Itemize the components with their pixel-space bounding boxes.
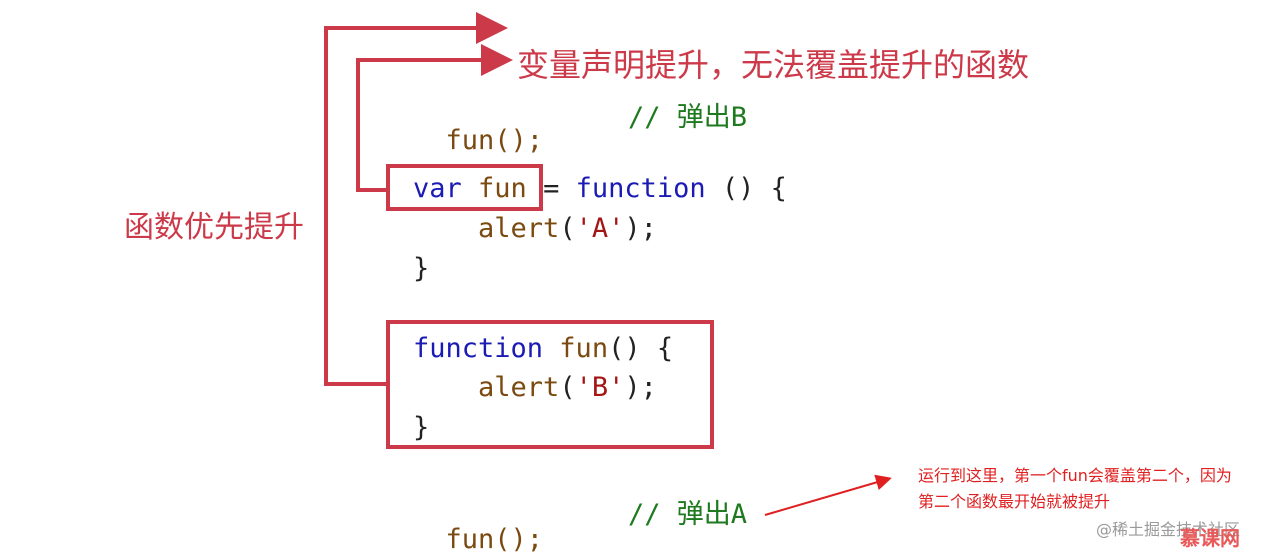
call-fun-1: fun();: [445, 125, 544, 156]
alert-fn-b: alert: [478, 372, 560, 403]
code-line-function-decl: function fun() {: [413, 333, 673, 365]
var-hoist-annotation: 变量声明提升，无法覆盖提升的函数: [517, 46, 1030, 84]
var-fun-box: [386, 164, 543, 211]
code-line-alert-a: alert('A');: [478, 213, 657, 244]
call-fun-2: fun();: [445, 524, 544, 555]
code-line-call-2: fun();: [413, 492, 544, 556]
function-decl-box: [386, 320, 714, 449]
func-hoist-annotation: 函数优先提升: [124, 210, 304, 245]
var-hoist-arrow: [356, 44, 513, 192]
comment-alert-b: // 弹出B: [628, 102, 748, 133]
decl-rest: () {: [608, 333, 674, 364]
function-hoist-arrow: [324, 12, 508, 386]
string-a: 'A': [575, 213, 625, 244]
note-pointer-arrow: [764, 474, 892, 516]
diagram-arrows: [324, 12, 892, 516]
decl-function-keyword: function: [413, 333, 544, 364]
var-keyword: var: [413, 173, 462, 204]
comment-alert-a: // 弹出A: [628, 499, 748, 530]
code-line-brace-2: }: [413, 412, 430, 443]
alert-fn-a: alert: [478, 213, 560, 244]
code-line-call-1: fun();: [413, 93, 544, 157]
watermark-brand: 慕课网: [1180, 526, 1240, 550]
var-rest: () {: [705, 173, 787, 204]
var-eq: =: [526, 173, 576, 204]
override-note: 运行到这里，第一个fun会覆盖第二个，因为第二个函数最开始就被提升: [918, 466, 1232, 511]
code-line-var-fun: var fun = function () {: [413, 173, 787, 205]
var-function-keyword: function: [575, 173, 706, 204]
code-line-alert-b: alert('B');: [478, 372, 657, 403]
decl-name: fun: [543, 333, 609, 364]
var-name: fun: [478, 173, 527, 204]
watermark-text: @稀土掘金技术社区: [1096, 520, 1241, 539]
code-line-brace-1: }: [413, 253, 430, 284]
string-b: 'B': [575, 372, 625, 403]
